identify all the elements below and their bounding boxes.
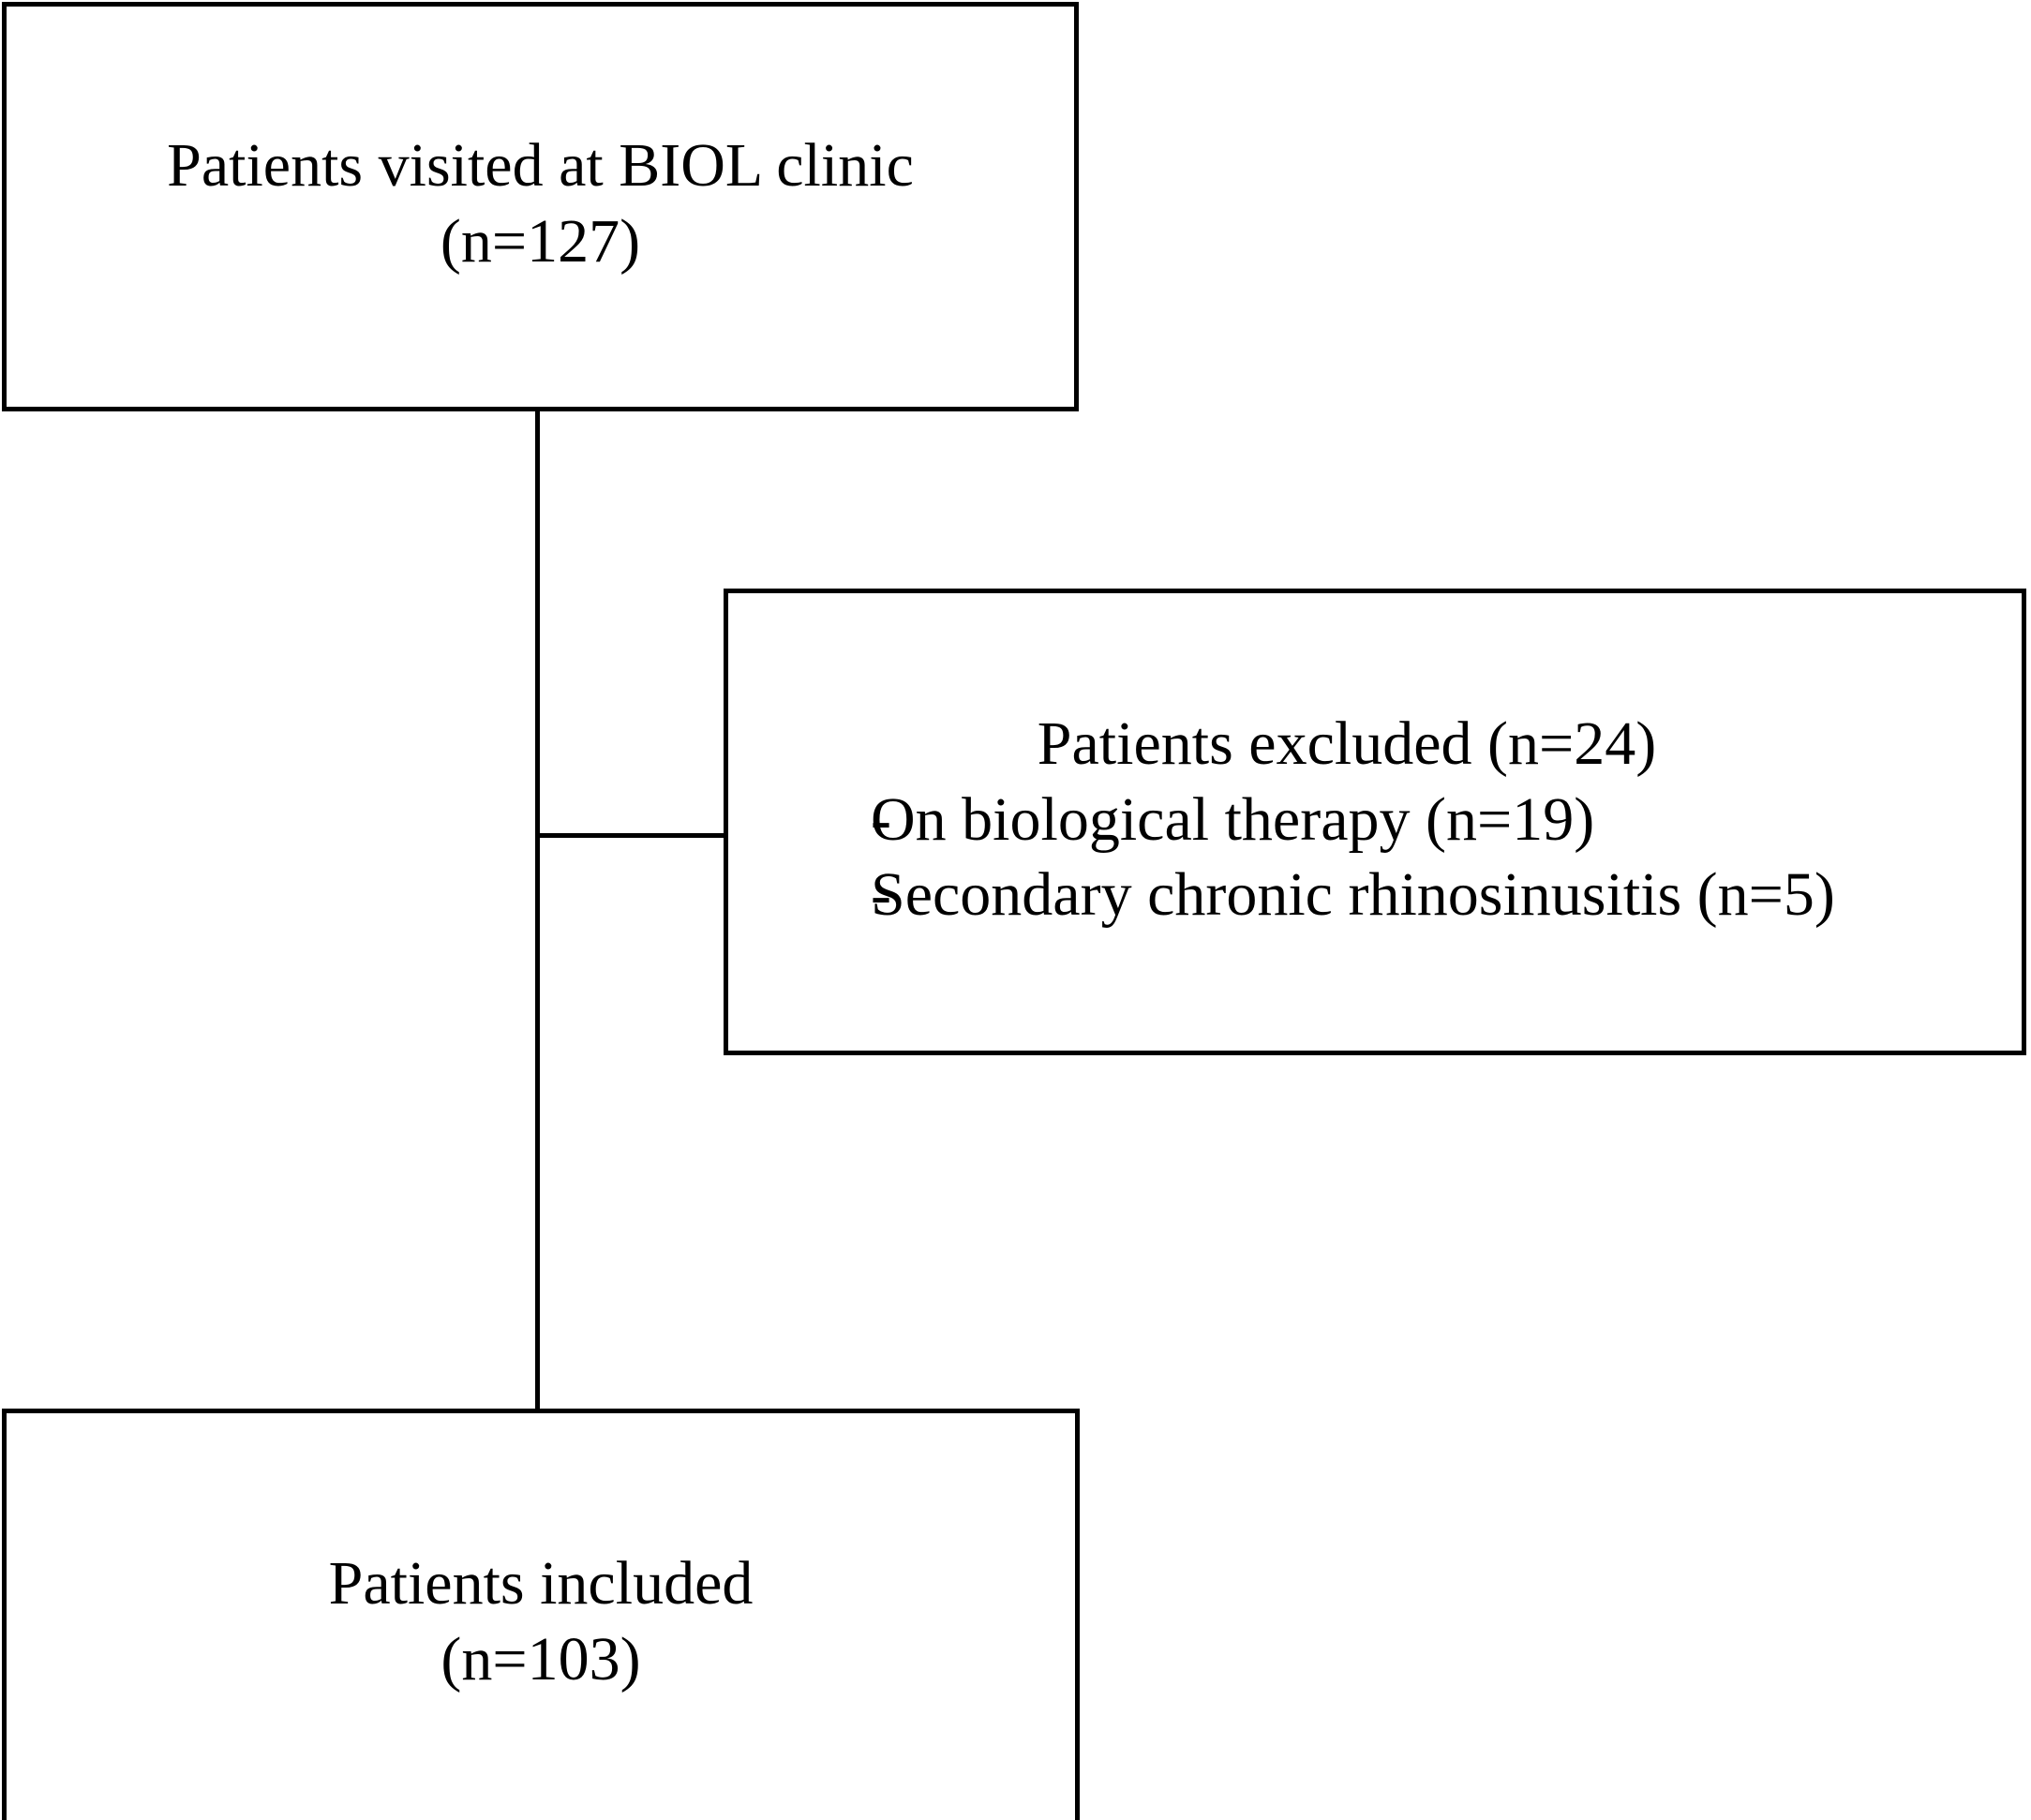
excluded-reason-list: - On biological therapy (n=19) - Seconda…: [773, 783, 2022, 933]
bullet-dash-icon: -: [871, 784, 891, 854]
list-item: - On biological therapy (n=19): [773, 783, 2022, 858]
excluded-heading: Patients excluded (n=24): [1037, 709, 1657, 779]
bullet-dash-icon: -: [871, 860, 891, 930]
node-patients-visited-label: Patients visited at BIOL clinic (n=127): [167, 130, 914, 276]
excluded-content: Patients excluded (n=24) - On biological…: [728, 707, 2022, 933]
list-item: - Secondary chronic rhinosinusitis (n=5): [773, 858, 2022, 933]
node-patients-visited: Patients visited at BIOL clinic (n=127): [2, 2, 1079, 411]
connector-visited-to-included: [535, 410, 540, 1410]
node-patients-excluded: Patients excluded (n=24) - On biological…: [724, 589, 2026, 1055]
node-patients-included-label: Patients included (n=103): [328, 1549, 754, 1693]
excluded-reason-label: On biological therapy (n=19): [871, 784, 1595, 854]
excluded-reason-label: Secondary chronic rhinosinusitis (n=5): [871, 860, 1835, 930]
connector-visited-to-excluded: [535, 833, 726, 838]
node-patients-included: Patients included (n=103): [2, 1409, 1080, 1820]
